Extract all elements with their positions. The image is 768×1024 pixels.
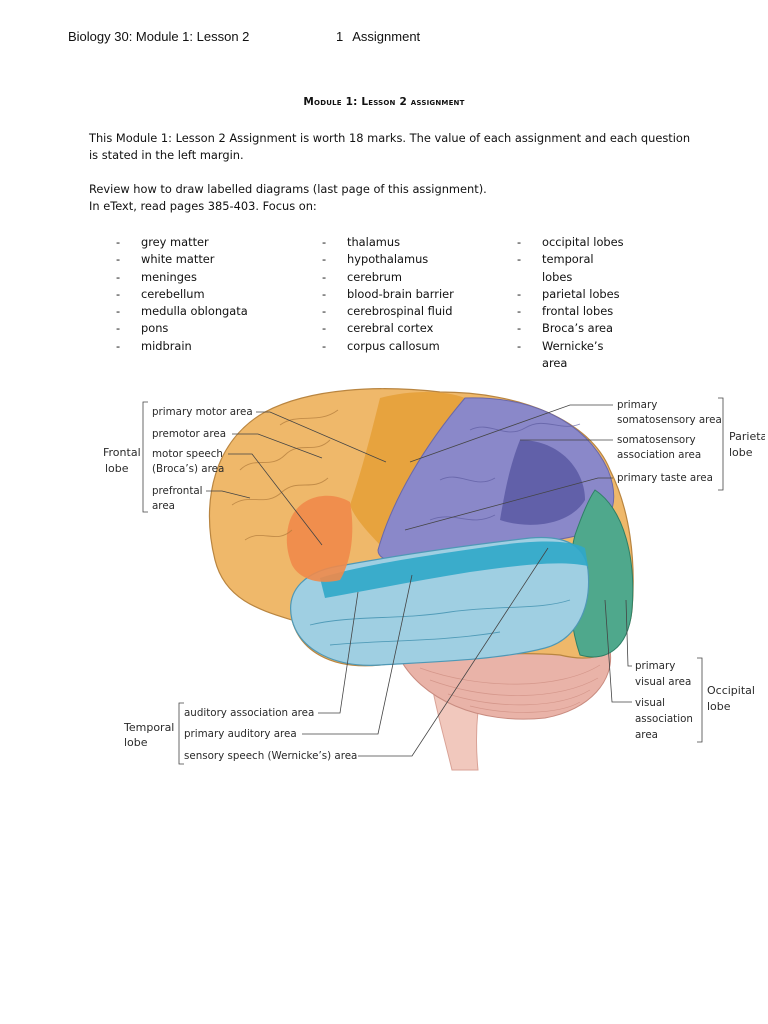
focus-item: medulla oblongata (116, 303, 248, 320)
primary-visual-label-line-1: primary (635, 660, 675, 672)
temporal-lobe-label-line-1: Temporal (123, 721, 174, 734)
focus-item: hypothalamus (322, 251, 454, 268)
focus-item: occipital lobes (517, 234, 627, 251)
frontal-lobe-label-line-1: Frontal (103, 446, 141, 459)
reading-instructions: Review how to draw labelled diagrams (la… (89, 181, 699, 215)
parietal-lobe-label-line-2: lobe (729, 446, 753, 459)
visual-association-label-line-2: association (635, 713, 693, 725)
visual-association-label-line-1: visual (635, 697, 665, 709)
motor-speech-label-line-1: motor speech (152, 448, 223, 460)
primary-taste-area-label: primary taste area (617, 472, 713, 484)
somatosensory-association-label-line-2: association area (617, 449, 701, 461)
focus-item: grey matter (116, 234, 248, 251)
parietal-bracket (718, 398, 723, 490)
focus-item: cerebrum (322, 269, 454, 286)
somatosensory-association-label-line-1: somatosensory (617, 434, 696, 446)
auditory-association-label: auditory association area (184, 707, 314, 719)
page-title: Module 1: Lesson 2 assignment (0, 96, 768, 108)
focus-item: pons (116, 320, 248, 337)
review-line: Review how to draw labelled diagrams (la… (89, 182, 487, 196)
frontal-bracket (143, 402, 148, 512)
primary-somatosensory-label-line-1: primary (617, 399, 657, 411)
focus-item: parietal lobes (517, 286, 627, 303)
brain-lobes-diagram: Frontal lobe primary motor area premotor… (95, 385, 765, 775)
focus-item: cerebral cortex (322, 320, 454, 337)
primary-somatosensory-label-line-2: somatosensory area (617, 414, 722, 426)
intro-paragraph: This Module 1: Lesson 2 Assignment is wo… (89, 130, 699, 164)
focus-item: white matter (116, 251, 248, 268)
wernicke-area-label: sensory speech (Wernicke’s) area (184, 750, 357, 762)
header-page-info: 1 Assignment (336, 29, 420, 44)
occipital-bracket (697, 658, 702, 742)
motor-speech-label-line-2: (Broca’s) area (152, 463, 224, 475)
frontal-lobe-label-line-2: lobe (105, 462, 129, 475)
focus-item: cerebrospinal fluid (322, 303, 454, 320)
focus-item: Wernicke’s area (517, 338, 627, 373)
primary-motor-area-label: primary motor area (152, 406, 253, 418)
visual-association-label-line-3: area (635, 729, 658, 741)
header-assignment-label: Assignment (352, 29, 420, 44)
focus-item: midbrain (116, 338, 248, 355)
temporal-lobe-label-line-2: lobe (124, 736, 148, 749)
primary-visual-label-line-2: visual area (635, 676, 691, 688)
prefrontal-label-line-1: prefrontal (152, 485, 203, 497)
page-number: 1 (336, 29, 343, 44)
focus-item: meninges (116, 269, 248, 286)
focus-item: frontal lobes (517, 303, 627, 320)
focus-list-column-2: thalamus hypothalamus cerebrum blood-bra… (322, 234, 454, 355)
occipital-lobe-label-line-1: Occipital (707, 684, 755, 697)
focus-item: cerebellum (116, 286, 248, 303)
header-course-title: Biology 30: Module 1: Lesson 2 (68, 29, 249, 44)
focus-item: temporal lobes (517, 251, 627, 286)
focus-item: blood-brain barrier (322, 286, 454, 303)
focus-list-column-1: grey matter white matter meninges cerebe… (116, 234, 248, 355)
focus-item: thalamus (322, 234, 454, 251)
premotor-area-label: premotor area (152, 428, 226, 440)
occipital-lobe-label-line-2: lobe (707, 700, 731, 713)
etext-line: In eText, read pages 385-403. Focus on: (89, 199, 317, 213)
primary-auditory-label: primary auditory area (184, 728, 297, 740)
focus-item: corpus callosum (322, 338, 454, 355)
focus-item: Broca’s area (517, 320, 627, 337)
focus-list-column-3: occipital lobes temporal lobes parietal … (517, 234, 627, 372)
prefrontal-label-line-2: area (152, 500, 175, 512)
